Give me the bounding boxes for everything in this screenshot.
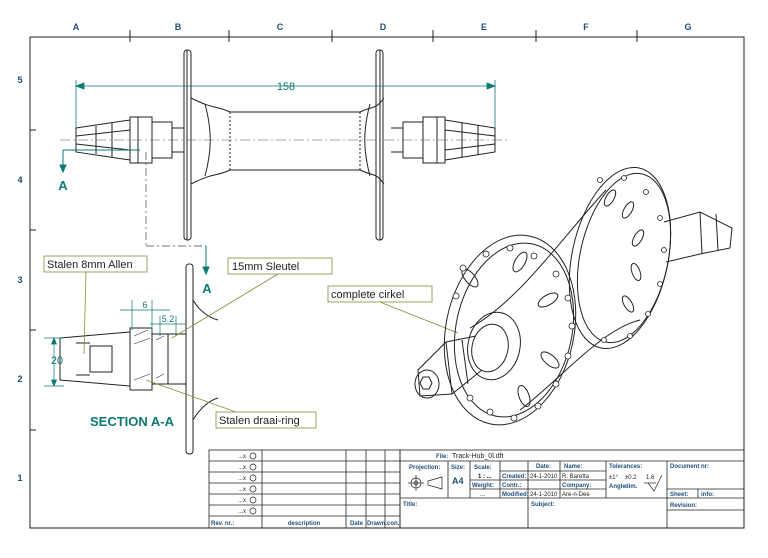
modified-name: Are-n-Dee — [562, 492, 590, 498]
scale-value: 1 : ... — [478, 474, 492, 480]
created-name: R. Baretta — [562, 474, 590, 480]
file-value: Track-Hub_0l.dft — [452, 453, 504, 460]
dimension-158 — [74, 80, 497, 128]
rev-header-drawn: Drawn. — [367, 521, 387, 527]
zone-col-g: G — [684, 22, 691, 32]
projection-label: Projection: — [409, 465, 440, 471]
revision-label: Revision: — [670, 503, 697, 509]
zone-row-5: 5 — [17, 75, 22, 85]
section-dim-20-label: 20 — [51, 355, 63, 367]
scale-label: Scale: — [474, 465, 492, 471]
created-label: Created: — [502, 474, 526, 480]
rev-header-nr: Rev. nr.: — [211, 521, 234, 527]
rev-row-5-circle — [249, 496, 257, 504]
rev-row-1-circle — [249, 452, 257, 460]
angle-label: Angle — [609, 484, 626, 490]
contr-label: Contr.: — [502, 483, 521, 489]
name-label: Name: — [564, 464, 582, 470]
projection-symbol-icon — [408, 475, 443, 491]
zone-row-3: 3 — [17, 275, 22, 285]
sheet-label: Sheet: — [670, 492, 688, 498]
iso-spoke-holes — [452, 175, 667, 422]
company-label: Company: — [562, 483, 591, 489]
zone-col-e: E — [481, 22, 487, 32]
modified-label: Modified: — [502, 492, 529, 498]
callout-allen: Stalen 8mm Allen — [43, 255, 148, 355]
file-label: File: — [436, 454, 448, 460]
rev-row-4-marker: ...x — [238, 487, 246, 493]
zone-row-4: 4 — [17, 175, 22, 185]
subject-label: Subject: — [531, 502, 555, 508]
zone-col-b: B — [175, 22, 182, 32]
rev-row-2-circle — [249, 463, 257, 471]
callout-sleutel-text: 15mm Sleutel — [232, 261, 299, 273]
hub-front-view — [75, 49, 496, 241]
callout-ring-text: Stalen draai-ring — [219, 415, 300, 427]
section-title: SECTION A-A — [90, 414, 175, 429]
section-dim-52-label: 5.2 — [162, 314, 175, 324]
sheet-frame — [29, 36, 745, 529]
roughness-icon — [647, 474, 663, 492]
rev-row-1-marker: ...x — [238, 454, 246, 460]
zone-col-d: D — [380, 22, 387, 32]
zone-col-a: A — [73, 22, 80, 32]
rev-header-date: Date — [350, 521, 364, 527]
section-dimensions — [44, 300, 186, 387]
size-value: A4 — [452, 476, 464, 486]
hub-section-view — [59, 263, 219, 455]
section-mark-upper: A — [58, 178, 68, 193]
callout-cirkel-text: complete cirkel — [331, 289, 404, 301]
date-label: Date: — [536, 464, 551, 470]
section-hatching — [133, 329, 165, 381]
rev-row-5-marker: ...x — [238, 498, 246, 504]
weight-value: ... — [480, 492, 485, 498]
zone-row-2: 2 — [17, 374, 22, 384]
zone-ticks — [29, 30, 638, 431]
tolerances-label: Tolerances: — [609, 464, 642, 470]
zone-col-f: F — [583, 22, 589, 32]
rev-header-description: description — [288, 521, 321, 527]
rev-header-con: con. — [387, 521, 400, 527]
rev-row-2-marker: ...x — [238, 465, 246, 471]
zone-row-1: 1 — [17, 473, 22, 483]
dimension-158-label: 158 — [277, 81, 295, 93]
callout-ring: Stalen draai-ring — [145, 379, 317, 429]
weight-label: Weight: — [472, 483, 494, 489]
callout-allen-text: Stalen 8mm Allen — [47, 259, 133, 271]
tol-angle-value: ±1° — [609, 475, 619, 481]
tol-dim-value: ±0.2 — [625, 475, 637, 481]
dim-label: dim. — [625, 484, 638, 490]
size-label: Size: — [451, 465, 465, 471]
revision-table — [208, 449, 401, 529]
section-cut-line — [59, 149, 210, 276]
title-block — [399, 449, 745, 529]
rev-row-3-marker: ...x — [238, 476, 246, 482]
hub-isometric-view — [414, 166, 733, 426]
revision-rows: ...x ...x ...x ...x ...x ...x — [238, 452, 257, 515]
rev-row-6-marker: ...x — [238, 509, 246, 515]
section-mark-lower: A — [202, 281, 212, 296]
info-label: info: — [701, 492, 714, 498]
rev-row-4-circle — [249, 485, 257, 493]
callout-cirkel: complete cirkel — [327, 285, 459, 334]
created-date: 24-1-2010 — [530, 474, 558, 480]
section-dim-6-label: 6 — [142, 300, 147, 310]
rev-row-6-circle — [249, 507, 257, 515]
callout-sleutel: 15mm Sleutel — [171, 257, 333, 339]
document-label: Document nr: — [670, 464, 709, 470]
roughness-value: 1.6 — [646, 475, 655, 481]
modified-date: 24-1-2010 — [530, 492, 558, 498]
title-label: Title: — [403, 502, 417, 508]
zone-col-c: C — [277, 22, 284, 32]
rev-row-3-circle — [249, 474, 257, 482]
